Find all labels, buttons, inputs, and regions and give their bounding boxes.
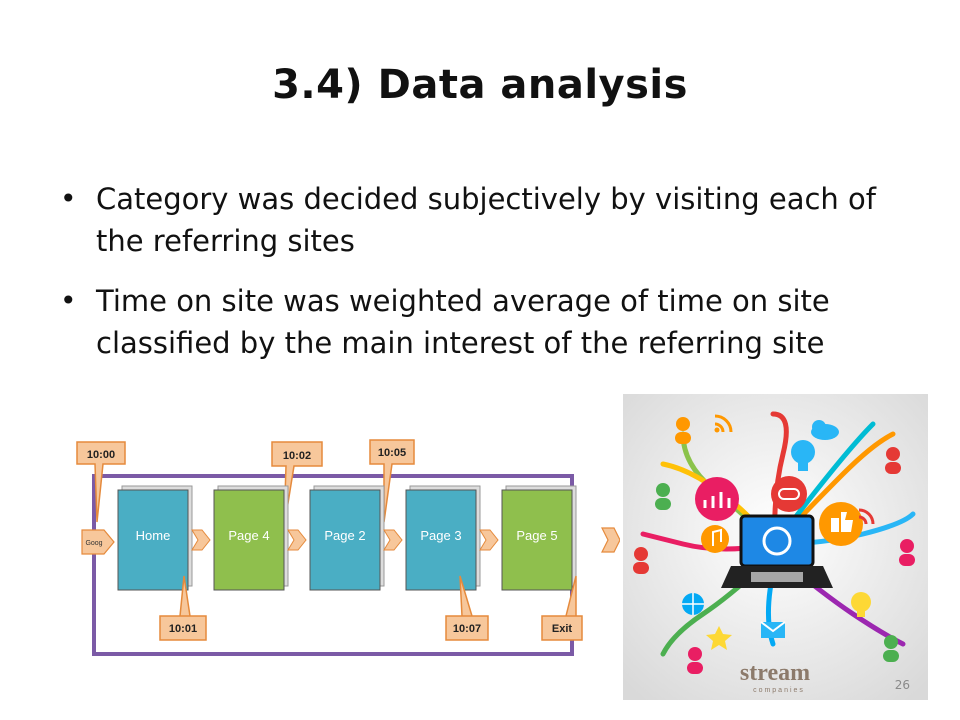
flow-arrow bbox=[383, 529, 403, 551]
user-icon bbox=[633, 547, 649, 574]
time-callout-bottom: 10:07 bbox=[445, 575, 489, 641]
slide-title: 3.4) Data analysis bbox=[272, 62, 688, 108]
callout-text: 10:05 bbox=[378, 447, 406, 459]
stream-logo: stream bbox=[740, 660, 810, 686]
flow-arrow bbox=[191, 529, 211, 551]
user-icon bbox=[675, 417, 691, 444]
page-box: Home bbox=[117, 485, 193, 591]
exit-arrow bbox=[601, 527, 620, 553]
callout-text: 10:07 bbox=[453, 623, 481, 635]
callout-text: 10:01 bbox=[169, 623, 197, 635]
time-callout-top: 10:00 bbox=[76, 441, 126, 523]
page-box: Page 3 bbox=[405, 485, 481, 591]
stream-logo-subtext: companies bbox=[753, 687, 805, 694]
social-media-illustration: stream companies bbox=[623, 394, 928, 700]
star-icon bbox=[706, 626, 732, 650]
page-label: Page 3 bbox=[420, 528, 461, 543]
rss-icon bbox=[714, 414, 733, 433]
globe-icon bbox=[682, 593, 704, 615]
time-callout-bottom: 10:01 bbox=[159, 575, 207, 641]
bullet-item: Time on site was weighted average of tim… bbox=[60, 280, 900, 364]
rss-icon bbox=[858, 508, 875, 525]
user-icon bbox=[655, 483, 671, 510]
music-icon bbox=[701, 525, 729, 553]
lightbulb-icon bbox=[851, 592, 871, 617]
link-icon bbox=[771, 476, 807, 512]
page-box: Page 5 bbox=[501, 485, 577, 591]
callout-text: 10:00 bbox=[87, 449, 115, 461]
callout-text: 10:02 bbox=[283, 450, 311, 462]
bullet-list: Category was decided subjectively by vis… bbox=[60, 178, 900, 382]
time-callout-bottom: Exit bbox=[541, 575, 583, 641]
user-icon bbox=[885, 447, 901, 474]
page-box: Page 2 bbox=[309, 485, 385, 591]
flow-arrow bbox=[287, 529, 307, 551]
cloud-icon bbox=[811, 420, 839, 440]
page-label: Page 2 bbox=[324, 528, 365, 543]
time-callout-top: 10:02 bbox=[271, 441, 323, 529]
source-arrow: Goog bbox=[81, 529, 115, 555]
laptop-icon bbox=[721, 514, 833, 588]
chart-icon bbox=[695, 477, 739, 521]
bullet-item: Category was decided subjectively by vis… bbox=[60, 178, 900, 262]
page-label: Page 4 bbox=[228, 528, 269, 543]
page-flow-diagram: 10:00 10:02 10:05 Goog Home Page 4 Page 2 P… bbox=[72, 432, 620, 668]
slide-number: 26 bbox=[894, 678, 910, 692]
time-callout-top: 10:05 bbox=[369, 439, 415, 523]
user-icon bbox=[687, 647, 703, 674]
page-label: Page 5 bbox=[516, 528, 557, 543]
mail-icon bbox=[760, 621, 786, 638]
user-icon bbox=[883, 635, 899, 662]
page-box: Page 4 bbox=[213, 485, 289, 591]
page-label: Home bbox=[136, 528, 171, 543]
user-icon bbox=[899, 539, 915, 566]
thumbs-up-icon bbox=[819, 502, 863, 546]
source-label: Goog bbox=[85, 540, 102, 547]
flow-arrow bbox=[479, 529, 499, 551]
callout-text: Exit bbox=[552, 623, 573, 635]
lightbulb-icon bbox=[791, 440, 815, 471]
